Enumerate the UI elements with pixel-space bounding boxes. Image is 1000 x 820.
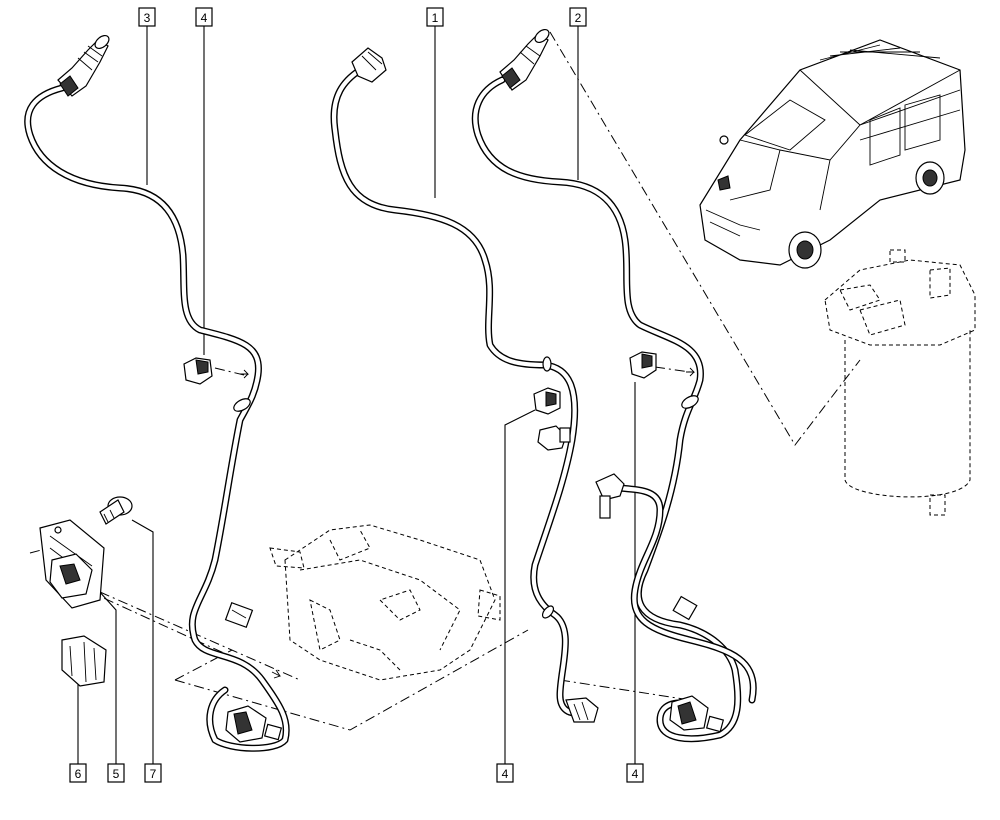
hose-3-sleeve [233, 398, 251, 412]
hose-2-sleeve [681, 395, 699, 409]
clip-insert[interactable] [61, 635, 107, 687]
svg-text:2: 2 [575, 11, 582, 25]
callout-4-top[interactable]: 4 [195, 7, 213, 355]
svg-text:4: 4 [201, 11, 208, 25]
hose-3-quick-connector[interactable] [57, 33, 111, 97]
reference-lines [29, 31, 861, 731]
callout-2-top[interactable]: 2 [569, 7, 587, 180]
hose-1-t-fitting[interactable] [537, 425, 571, 451]
direction-arrows [240, 367, 696, 679]
callout-4-bottom-right[interactable]: 4 [626, 382, 644, 783]
hose-1-lower-sleeve [541, 605, 555, 619]
hose-3-inline-valve[interactable] [224, 602, 254, 628]
callout-1-top[interactable]: 1 [426, 7, 444, 198]
hose-retainer-clip[interactable] [49, 553, 93, 599]
svg-text:5: 5 [113, 767, 120, 781]
svg-text:3: 3 [144, 11, 151, 25]
svg-text:6: 6 [75, 767, 82, 781]
fuel-hose-1[interactable] [330, 47, 599, 723]
svg-text:4: 4 [632, 767, 639, 781]
svg-text:4: 4 [502, 767, 509, 781]
hose-1-lower-connector[interactable] [565, 697, 599, 723]
svg-text:7: 7 [150, 767, 157, 781]
hose-2-quick-connector[interactable] [499, 27, 551, 91]
hose-2-inline-valve[interactable] [672, 595, 698, 621]
hose-1-upper-connector[interactable] [351, 47, 387, 83]
callout-4-bottom-left[interactable]: 4 [496, 409, 536, 783]
hose-clip-left[interactable] [183, 357, 213, 385]
fuel-filter-outline [824, 249, 976, 516]
hose-2-lower-connector[interactable] [669, 695, 725, 733]
callout-7-bottom[interactable]: 7 [131, 519, 162, 783]
hose-2-drain-fitting[interactable] [595, 473, 625, 519]
van-illustration [699, 39, 966, 269]
hose-1-sleeve [542, 356, 552, 372]
injection-pump-outline [269, 524, 501, 681]
hose-clip-right[interactable] [629, 351, 657, 379]
callout-5-bottom[interactable]: 5 [97, 589, 125, 783]
bracket-bolt[interactable] [99, 496, 133, 525]
hose-clip-middle[interactable] [533, 387, 561, 415]
fuel-hose-3[interactable] [24, 33, 290, 752]
fuel-hose-2[interactable] [471, 27, 757, 743]
hose-3-lower-connector[interactable] [225, 705, 283, 743]
callout-3-top[interactable]: 3 [138, 7, 156, 185]
svg-text:1: 1 [432, 11, 439, 25]
